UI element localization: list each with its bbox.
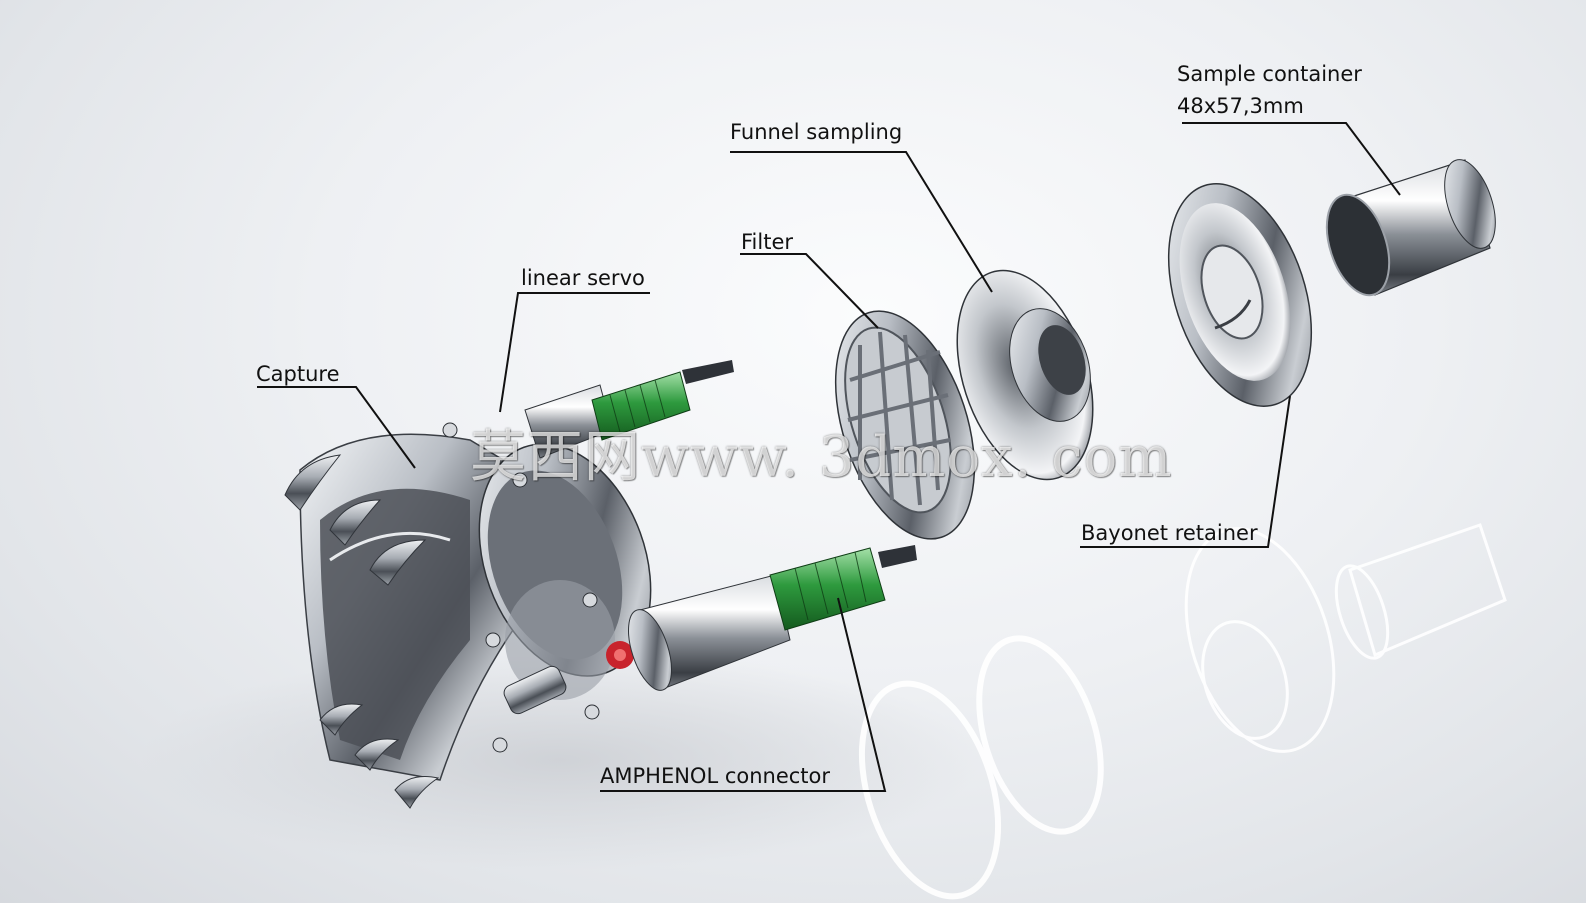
- filter-disc: [834, 310, 976, 540]
- callout-linear-servo: [499, 292, 650, 413]
- label-linear-servo: linear servo: [521, 266, 645, 290]
- label-filter: Filter: [741, 230, 794, 254]
- callout-funnel: [730, 151, 993, 293]
- reflection: [858, 523, 1507, 900]
- label-sample-size: 48x57,3mm: [1177, 94, 1304, 118]
- label-amphenol-connector: AMPHENOL connector: [600, 764, 831, 788]
- sample-container: [1325, 159, 1496, 297]
- callout-sample-container: [1182, 122, 1401, 196]
- watermark: 莫西网www. 3dmox. com: [470, 425, 1173, 490]
- amphenol-connector: [628, 545, 917, 691]
- linear-servo: [524, 360, 734, 459]
- funnel-sampling: [956, 269, 1094, 481]
- label-bayonet-retainer: Bayonet retainer: [1081, 521, 1258, 545]
- callout-amphenol: [600, 597, 887, 792]
- callout-filter: [740, 253, 879, 329]
- label-funnel-sampling: Funnel sampling: [730, 120, 903, 144]
- label-sample-container: Sample container: [1177, 62, 1362, 86]
- capture-head: [284, 422, 652, 809]
- callout-bayonet: [1080, 395, 1291, 548]
- callout-capture: [257, 386, 416, 469]
- label-capture: Capture: [256, 362, 340, 386]
- callout-lines: [257, 122, 1401, 792]
- bayonet-retainer: [1167, 183, 1313, 407]
